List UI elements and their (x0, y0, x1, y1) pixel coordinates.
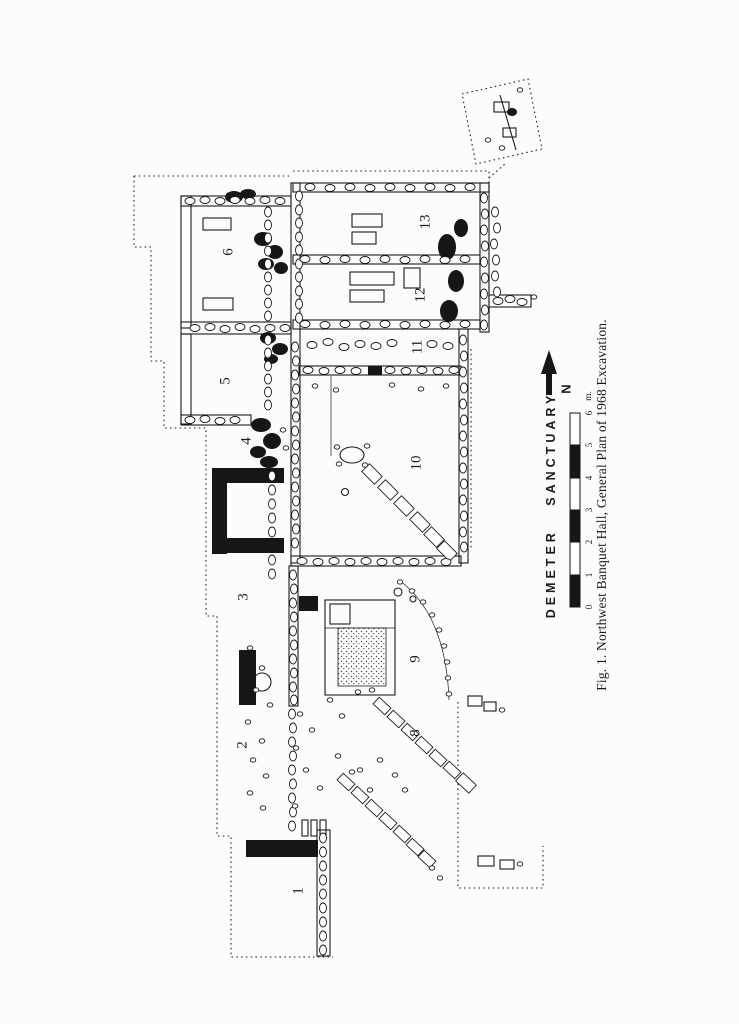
scale-tick-0: 0 (584, 604, 594, 610)
scale-tick-2: 2 (584, 539, 594, 545)
north-arrow-icon (541, 350, 557, 395)
figure-caption: Fig. 1. Northwest Banquet Hall, General … (594, 319, 609, 691)
room-label-4: 4 (238, 437, 255, 445)
scale-tick-5: 5 (584, 442, 594, 448)
room-label-13: 13 (417, 214, 434, 230)
room-label-2: 2 (234, 741, 251, 749)
room-label-11: 11 (409, 339, 426, 355)
scale-bar-title: DEMETER SANCTUARY (544, 391, 558, 619)
solid-wall-fills (212, 108, 517, 857)
room-label-3: 3 (235, 593, 252, 601)
room-label-5: 5 (217, 377, 234, 385)
scale-tick-1: 1 (584, 572, 594, 578)
room-label-6: 6 (220, 248, 237, 256)
scattered-stones (244, 87, 538, 881)
scale-unit-label: m. (584, 391, 594, 401)
room-label-12: 12 (412, 287, 429, 303)
wall-stones (184, 183, 528, 956)
room-label-9: 9 (407, 655, 424, 663)
hearth-stippled-area (337, 627, 387, 687)
excavation-limit-dotted-lines (133, 78, 544, 958)
north-label: N (558, 384, 574, 394)
room-label-1: 1 (290, 887, 307, 895)
scale-tick-6: 6 (584, 410, 594, 416)
scale-bar (569, 412, 581, 608)
room-label-8: 8 (407, 729, 424, 737)
wall-outlines (180, 94, 532, 957)
scale-tick-3: 3 (584, 507, 594, 513)
room-label-10: 10 (408, 455, 425, 471)
scale-tick-4: 4 (584, 475, 594, 481)
